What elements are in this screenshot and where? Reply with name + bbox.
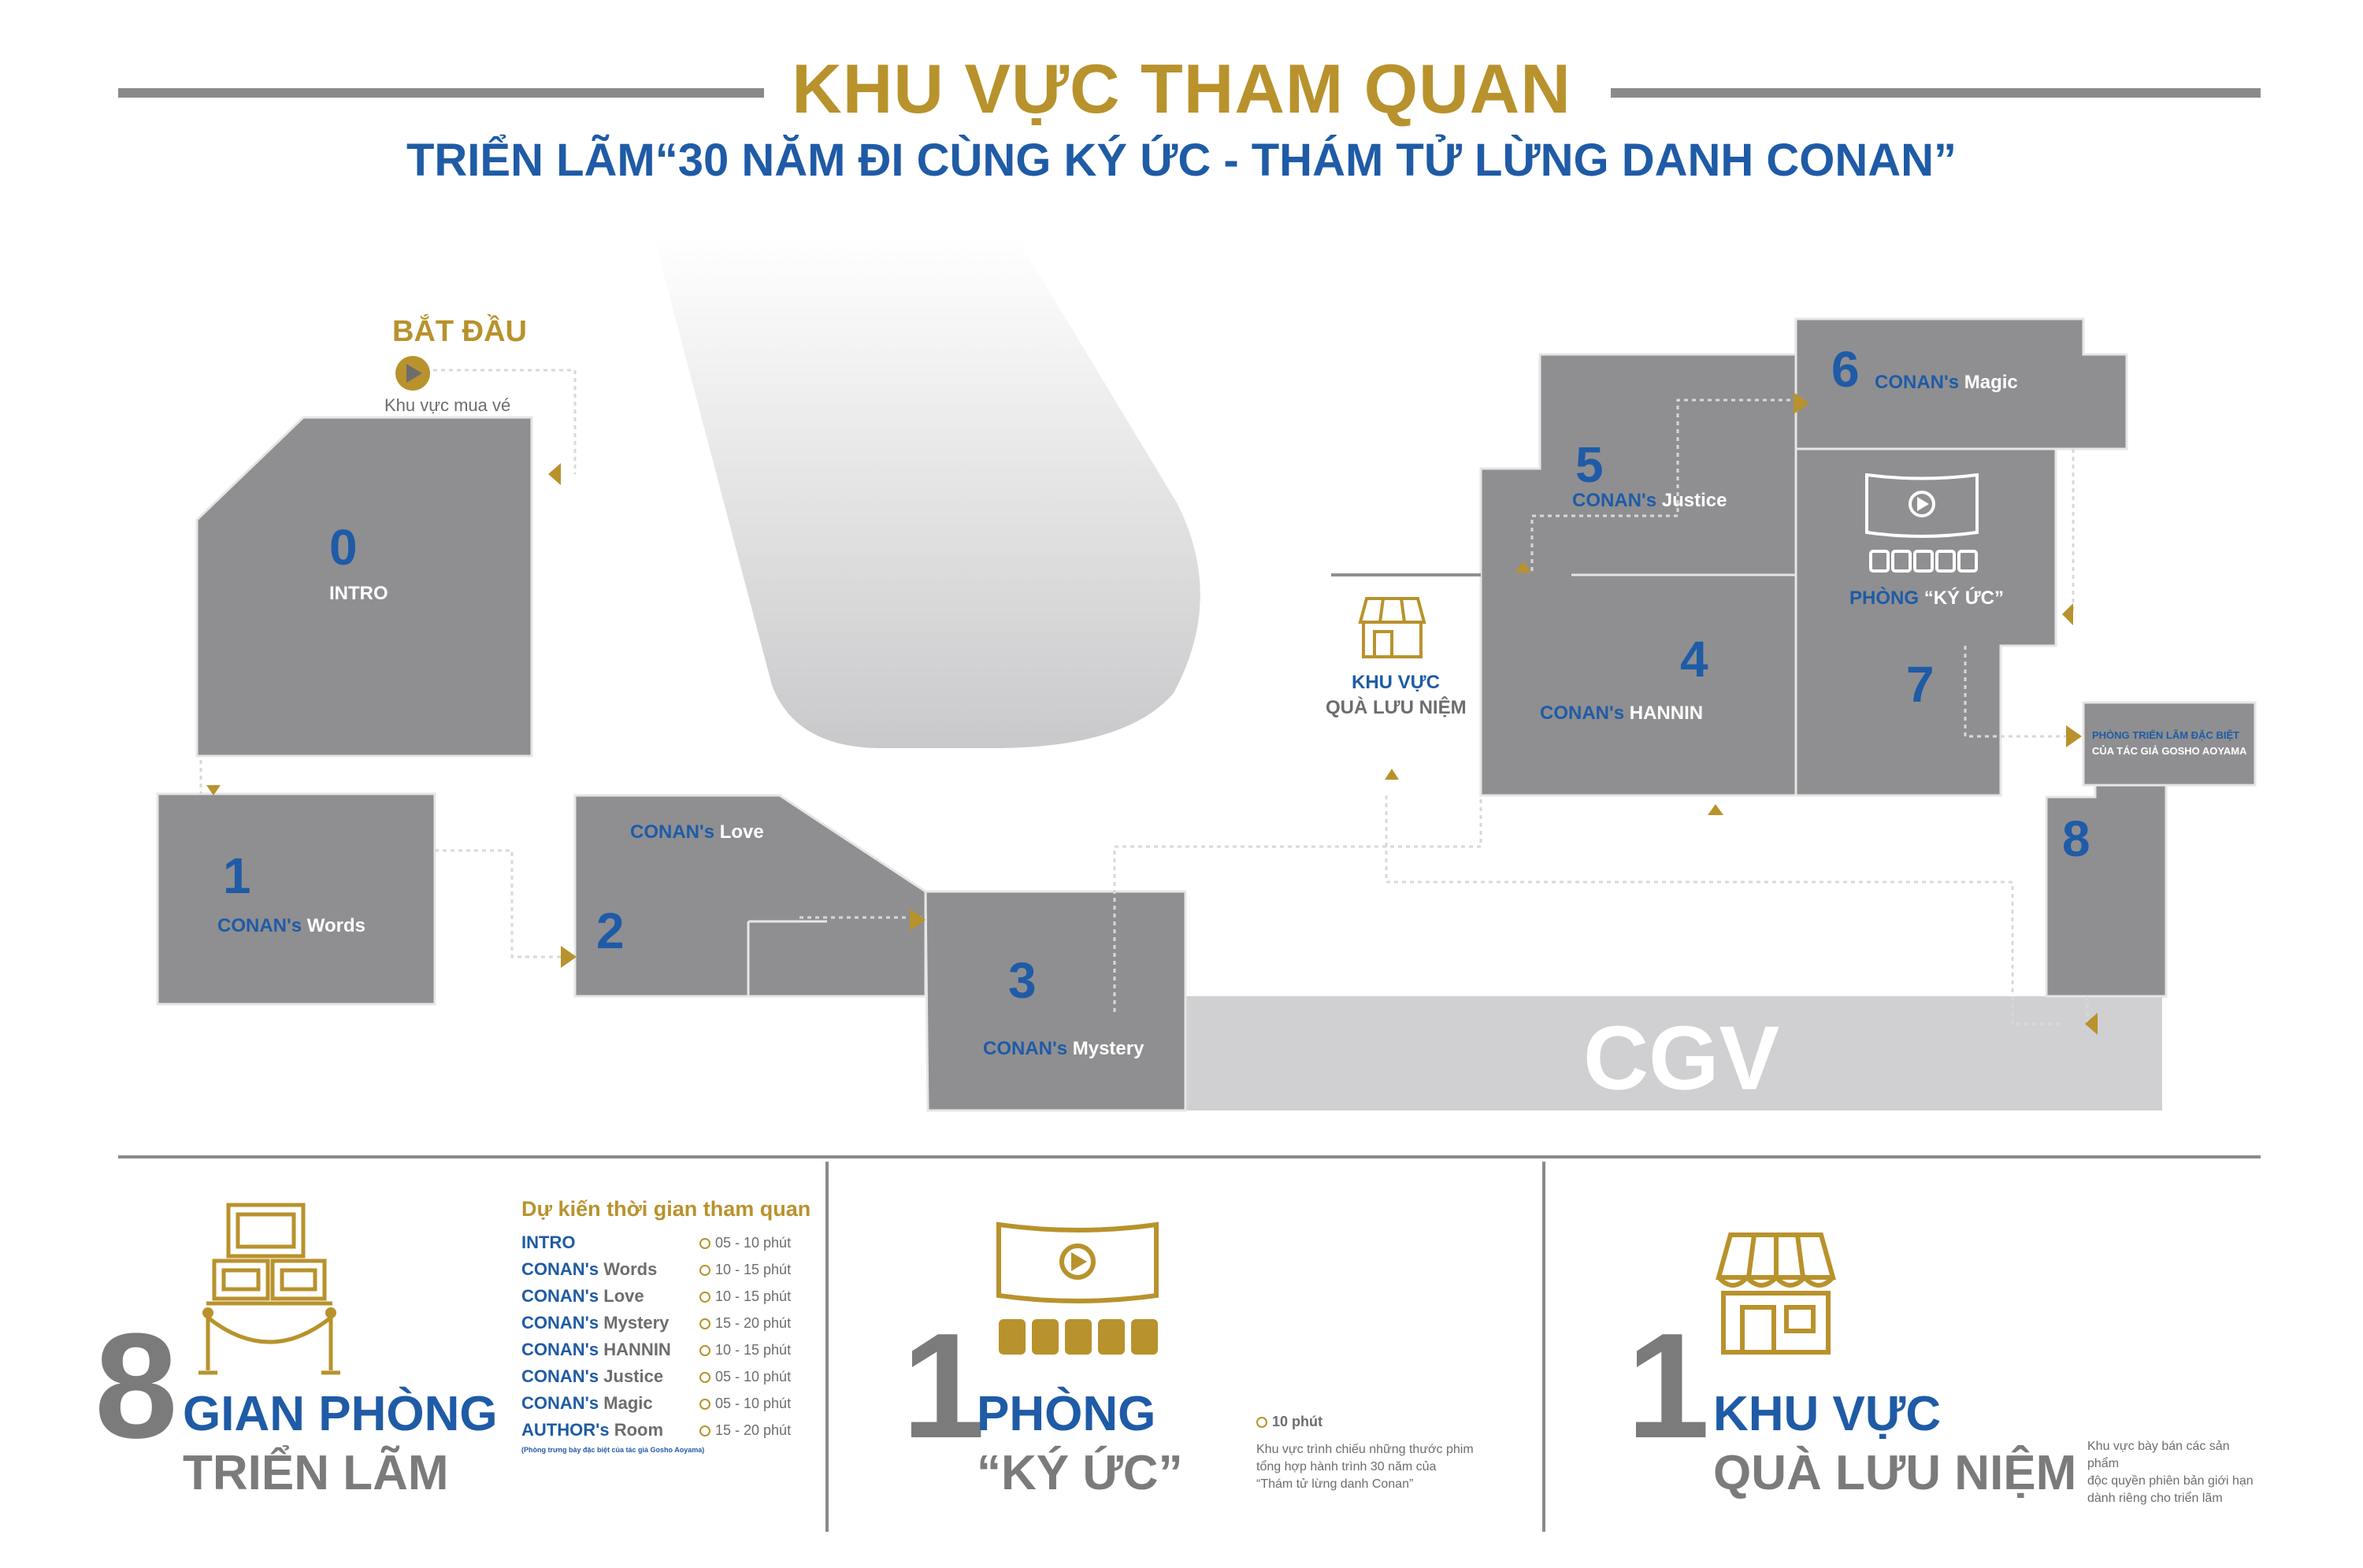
souvenir-desc: Khu vực bày bán các sản phẩm độc quyền p… bbox=[2087, 1440, 2254, 1505]
clock-icon bbox=[699, 1345, 710, 1356]
shop-icon bbox=[1716, 1233, 1836, 1355]
schedule-title: Dự kiến thời gian tham quan bbox=[521, 1197, 811, 1221]
column-divider-2 bbox=[1542, 1162, 1545, 1532]
souvenir-count: 1 bbox=[1627, 1303, 1710, 1470]
souvenir-shop-icon bbox=[1358, 597, 1426, 658]
room-4-name: CONAN's HANNIN bbox=[1540, 702, 1704, 724]
room-4-number: 4 bbox=[1680, 631, 1708, 688]
page-subtitle: TRIỂN LÃM“30 NĂM ĐI CÙNG KÝ ỨC - THÁM TỬ… bbox=[406, 135, 1957, 186]
schedule-row-1: CONAN's Words bbox=[521, 1259, 658, 1279]
memory-room-label: PHÒNG “KÝ ỨC” bbox=[1849, 588, 2004, 609]
memory-desc: Khu vực trình chiếu những thước phim tổn… bbox=[1256, 1443, 1474, 1491]
clock-icon bbox=[699, 1318, 710, 1329]
start-play-icon bbox=[395, 356, 430, 391]
schedule-time-2: 10 - 15 phút bbox=[699, 1288, 791, 1305]
clock-icon bbox=[699, 1238, 710, 1249]
schedule-time-7: 15 - 20 phút bbox=[699, 1422, 791, 1439]
schedule-time-6: 05 - 10 phút bbox=[699, 1396, 791, 1412]
room-3-name: CONAN's Mystery bbox=[983, 1038, 1144, 1059]
memory-line2: “KÝ ỨC” bbox=[977, 1446, 1183, 1500]
rooms-count: 8 bbox=[95, 1303, 178, 1470]
schedule-row-5: CONAN's Justice bbox=[521, 1366, 664, 1386]
clock-icon bbox=[1256, 1417, 1267, 1428]
memory-line1: PHÒNG bbox=[977, 1387, 1156, 1441]
souvenir-label-line1: KHU VỰC bbox=[1352, 672, 1440, 693]
room-7-number: 7 bbox=[1906, 656, 1935, 713]
header-rule-right bbox=[1611, 88, 2261, 98]
room-0-name: INTRO bbox=[329, 583, 388, 604]
schedule-time-4: 10 - 15 phút bbox=[699, 1342, 791, 1359]
clock-icon bbox=[699, 1372, 710, 1383]
cgv-area bbox=[1185, 996, 2162, 1110]
start-note: Khu vực mua vé bbox=[384, 395, 511, 415]
room-8-number: 8 bbox=[2062, 810, 2090, 867]
room-5-name: CONAN's Justice bbox=[1572, 490, 1727, 511]
schedule-row-2: CONAN's Love bbox=[521, 1286, 644, 1306]
schedule-row-4: CONAN's HANNIN bbox=[521, 1340, 671, 1359]
page-title: KHU VỰC THAM QUAN bbox=[792, 50, 1571, 128]
room-0-number: 0 bbox=[329, 519, 358, 576]
room-1-name: CONAN's Words bbox=[217, 915, 365, 936]
souvenir-line2: QUÀ LƯU NIỆM bbox=[1713, 1446, 2077, 1500]
start-label: BẮT ĐẦU bbox=[392, 315, 527, 348]
special-room-line2: CỦA TÁC GIẢ GOSHO AOYAMA bbox=[2092, 745, 2247, 757]
schedule-row-3: CONAN's Mystery bbox=[521, 1313, 670, 1333]
memory-count: 1 bbox=[902, 1303, 985, 1470]
schedule-time-0: 05 - 10 phút bbox=[699, 1235, 791, 1251]
special-room-line1: PHÒNG TRIỂN LÃM ĐẶC BIỆT bbox=[2092, 729, 2240, 741]
atrium-shape bbox=[654, 236, 1200, 748]
room-3-shape bbox=[924, 890, 1187, 1112]
room-1-number: 1 bbox=[223, 847, 251, 904]
room-8-shape bbox=[2045, 784, 2168, 998]
schedule-row-7: AUTHOR's Room bbox=[521, 1420, 664, 1440]
room-1-shape bbox=[156, 792, 436, 1006]
room-6-number: 6 bbox=[1831, 341, 1860, 398]
cgv-label: CGV bbox=[1583, 1008, 1780, 1109]
schedule-time-5: 05 - 10 phút bbox=[699, 1369, 791, 1385]
souvenir-label-line2: QUÀ LƯU NIỆM bbox=[1326, 697, 1467, 718]
clock-icon bbox=[699, 1425, 710, 1436]
schedule-row-6: CONAN's Magic bbox=[521, 1393, 653, 1413]
memory-room-screen-icon bbox=[1865, 473, 1979, 573]
clock-icon bbox=[699, 1265, 710, 1276]
special-room-shape bbox=[2082, 701, 2257, 787]
section-divider bbox=[118, 1155, 2261, 1158]
exhibition-frame-icon bbox=[198, 1203, 340, 1375]
column-divider-1 bbox=[825, 1162, 829, 1532]
clock-icon bbox=[699, 1292, 710, 1303]
room-3-number: 3 bbox=[1008, 952, 1037, 1009]
memory-duration: 10 phút bbox=[1256, 1414, 1322, 1430]
header-rule-left bbox=[118, 88, 764, 98]
souvenir-line1: KHU VỰC bbox=[1713, 1387, 1942, 1441]
rooms-line2: TRIỂN LÃM bbox=[183, 1446, 449, 1500]
schedule-time-1: 10 - 15 phút bbox=[699, 1262, 791, 1278]
room-0-shape bbox=[195, 416, 533, 758]
rooms-line1: GIAN PHÒNG bbox=[183, 1387, 498, 1441]
clock-icon bbox=[699, 1399, 710, 1410]
schedule-time-3: 15 - 20 phút bbox=[699, 1315, 791, 1332]
room-6-name: CONAN's Magic bbox=[1875, 372, 2018, 393]
schedule-row-0: INTRO bbox=[521, 1233, 576, 1252]
room-7-shape bbox=[1794, 447, 2057, 797]
cinema-screen-icon bbox=[996, 1221, 1159, 1355]
room-5-number: 5 bbox=[1575, 436, 1604, 493]
schedule-footnote: (Phòng trưng bày đặc biệt của tác giả Go… bbox=[521, 1446, 705, 1454]
room-2-name: CONAN's Love bbox=[630, 821, 764, 843]
room-2-number: 2 bbox=[596, 903, 625, 959]
